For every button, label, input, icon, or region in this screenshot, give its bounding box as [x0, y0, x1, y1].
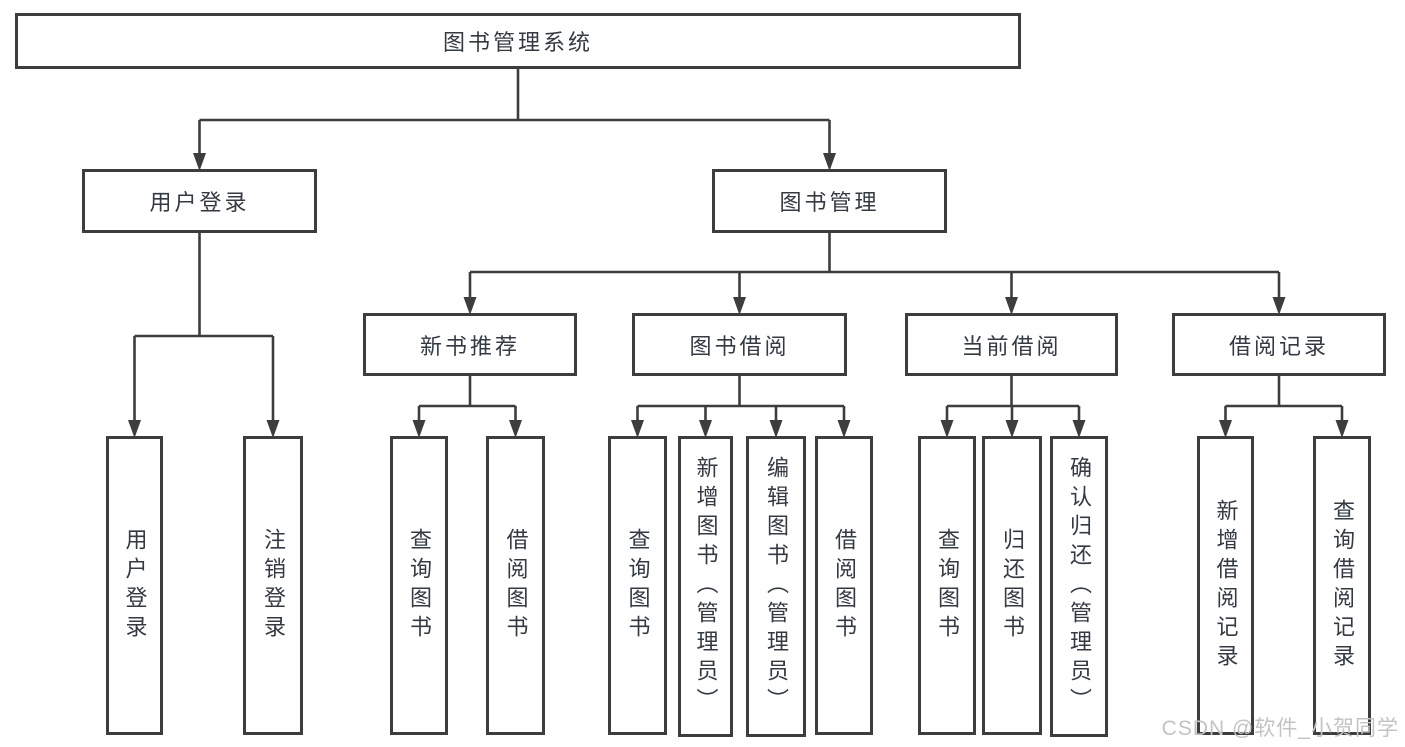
- node-label: 借阅记录: [1228, 333, 1329, 359]
- connector-arrowhead: [733, 297, 746, 315]
- connector-arrowhead: [837, 420, 851, 438]
- node-leaf-search-books-3: 查询图书: [918, 436, 976, 735]
- node-label: 新增图书（管理员）: [693, 456, 719, 717]
- connector-arrowhead: [1335, 420, 1349, 438]
- connector-arrowhead: [1219, 420, 1232, 438]
- node-label: 当前借阅: [961, 333, 1062, 359]
- node-label: 用户登录: [122, 527, 148, 644]
- connector-arrowhead: [631, 420, 644, 438]
- node-user-login: 用户登录: [82, 169, 317, 233]
- connector-arrowhead: [769, 420, 783, 438]
- node-leaf-search-borrow-record: 查询借阅记录: [1313, 436, 1371, 735]
- node-label: 图书管理: [779, 190, 880, 215]
- node-leaf-edit-book-admin: 编辑图书（管理员）: [746, 436, 806, 737]
- node-label: 查询借阅记录: [1330, 498, 1355, 673]
- node-book-borrow: 图书借阅: [632, 313, 847, 376]
- node-leaf-user-login: 用户登录: [106, 436, 163, 735]
- node-label: 图书借阅: [689, 333, 790, 359]
- node-label: 归还图书: [1000, 527, 1025, 644]
- connector-arrowhead: [1005, 420, 1019, 438]
- node-leaf-add-book-admin: 新增图书（管理员）: [678, 436, 733, 737]
- node-label: 确认归还（管理员）: [1067, 456, 1092, 717]
- connector-arrowhead: [699, 420, 712, 438]
- node-root: 图书管理系统: [15, 13, 1021, 69]
- node-label: 查询图书: [407, 527, 432, 644]
- node-borrow-records: 借阅记录: [1172, 313, 1386, 376]
- connector-arrowhead: [1005, 297, 1018, 315]
- node-current-borrow: 当前借阅: [905, 313, 1118, 376]
- node-leaf-search-books-1: 查询图书: [390, 436, 448, 735]
- node-book-management: 图书管理: [712, 169, 947, 233]
- node-label: 新书推荐: [419, 333, 520, 359]
- node-label: 查询图书: [935, 527, 960, 644]
- connector-arrowhead: [1072, 420, 1086, 438]
- node-leaf-confirm-return-admin: 确认归还（管理员）: [1050, 436, 1108, 737]
- node-leaf-borrow-books-1: 借阅图书: [486, 436, 545, 735]
- node-leaf-search-books-2: 查询图书: [608, 436, 667, 735]
- connector-arrowhead: [823, 153, 836, 171]
- connector-arrowhead: [1272, 297, 1286, 315]
- node-label: 注销登录: [261, 527, 286, 644]
- connector-arrowhead: [128, 420, 141, 438]
- node-label: 查询图书: [625, 527, 651, 644]
- node-label: 图书管理系统: [442, 30, 593, 55]
- connector-arrowhead: [412, 420, 426, 438]
- node-leaf-add-borrow-record: 新增借阅记录: [1197, 436, 1254, 735]
- connector-arrowhead: [463, 297, 477, 315]
- connector-arrowhead: [940, 420, 954, 438]
- connector-arrowhead: [509, 420, 522, 438]
- node-label: 借阅图书: [503, 527, 529, 644]
- node-label: 借阅图书: [832, 527, 857, 644]
- node-leaf-return-book: 归还图书: [982, 436, 1042, 735]
- node-leaf-logout: 注销登录: [243, 436, 303, 735]
- node-leaf-borrow-books-2: 借阅图书: [815, 436, 873, 735]
- node-label: 编辑图书（管理员）: [764, 456, 789, 717]
- node-label: 新增借阅记录: [1213, 498, 1239, 673]
- connector-arrowhead: [193, 153, 206, 171]
- node-label: 用户登录: [149, 190, 250, 215]
- connector-arrowhead: [266, 420, 280, 438]
- node-new-book-recommend: 新书推荐: [363, 313, 577, 376]
